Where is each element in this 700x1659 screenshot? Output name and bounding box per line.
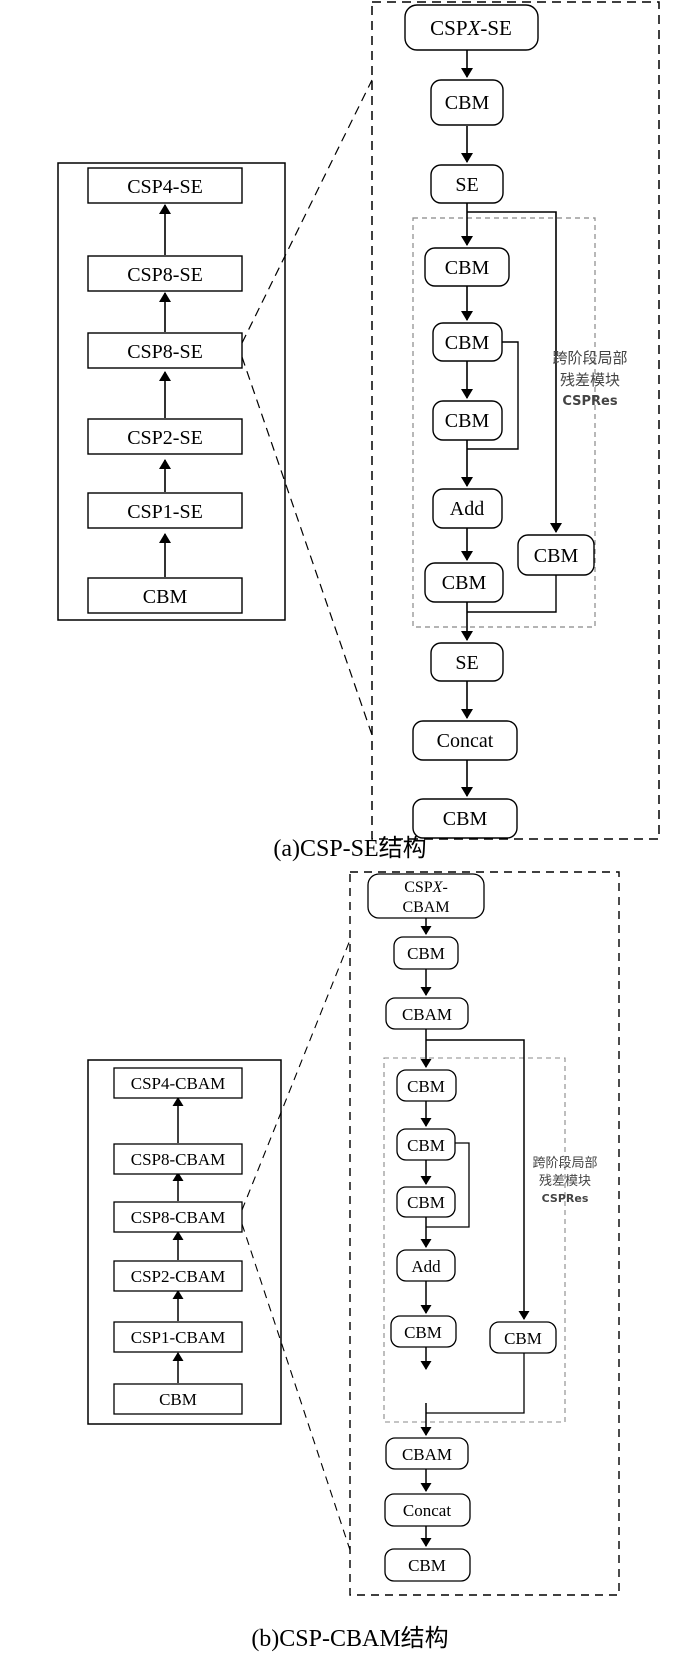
node-add: Add [396,1249,456,1282]
svg-text:CSP8-CBAM: CSP8-CBAM [131,1150,225,1169]
detail-container [371,1,660,840]
node-cbm-5: CBM [390,1315,457,1348]
stack-item-csp8-focus: CSP8-SE [87,332,243,369]
svg-text:CBM: CBM [504,1329,542,1348]
node-cbm-side: CBM [489,1321,557,1354]
detail-container [349,871,620,1596]
panel-a: CBM CSP1-SE CSP2-SE CSP8-SE CSP8-SE CSP4… [57,1,660,862]
svg-text:CBM: CBM [407,1136,445,1155]
svg-text:CSP8-SE: CSP8-SE [127,341,203,363]
stack-item-csp2: CSP2-SE [87,418,243,455]
svg-text:CSP2-CBAM: CSP2-CBAM [131,1267,225,1286]
svg-text:CBM: CBM [407,1077,445,1096]
node-cbm-side: CBM [517,534,595,576]
svg-text:CSPX-: CSPX- [404,879,448,896]
svg-text:跨阶段局部: 跨阶段局部 [532,1156,597,1171]
svg-text:CSP8-CBAM: CSP8-CBAM [131,1208,225,1227]
svg-text:CBM: CBM [143,586,188,608]
svg-text:CSP4-CBAM: CSP4-CBAM [131,1074,225,1093]
caption-a: (a)CSP-SE结构 [273,836,427,862]
svg-text:Add: Add [411,1257,441,1276]
svg-text:残差模块: 残差模块 [539,1174,591,1189]
node-cbm-3: CBM [396,1128,456,1161]
svg-text:CBM: CBM [445,92,490,114]
node-cbam-1: CBAM [385,997,469,1030]
stack-item-csp8-focus: CSP8-CBAM [113,1201,243,1233]
node-cbm-2: CBM [424,247,510,287]
svg-text:SE: SE [455,652,478,674]
node-cbm-5: CBM [424,562,504,603]
node-se-2: SE [430,642,504,682]
node-concat: Concat [384,1493,471,1527]
stack-item-csp2: CSP2-CBAM [113,1260,243,1292]
node-cspx-se: CSPX-SE [404,4,539,51]
stack-item-cbm: CBM [113,1383,243,1415]
zoom-line-top [241,939,351,1211]
svg-text:CSPX-SE: CSPX-SE [430,16,512,40]
stack-item-csp1: CSP1-SE [87,492,243,529]
svg-text:CSPRes: CSPRes [542,1192,589,1205]
svg-text:CBAM: CBAM [402,1445,452,1464]
svg-text:CBM: CBM [159,1390,197,1409]
node-cbm-4: CBM [396,1186,456,1218]
svg-text:CSP4-SE: CSP4-SE [127,176,203,198]
svg-text:跨阶段局部: 跨阶段局部 [552,349,627,367]
svg-text:Concat: Concat [403,1501,451,1520]
stack-item-csp4: CSP4-SE [87,167,243,204]
node-cbm-3: CBM [432,322,503,362]
zoom-line-top [241,79,373,344]
node-add: Add [432,488,503,529]
stack-item-csp8: CSP8-SE [87,255,243,292]
node-cbm-2: CBM [396,1069,457,1102]
svg-text:CBM: CBM [445,332,490,354]
node-cbm-out: CBM [384,1548,471,1582]
svg-text:CBM: CBM [534,545,579,567]
diagram-a: CBM CSP1-SE CSP2-SE CSP8-SE CSP8-SE CSP4… [57,1,660,840]
node-se-1: SE [430,164,504,204]
node-concat: Concat [412,720,518,761]
panel-b: CBM CSP1-CBAM CSP2-CBAM CSP8-CBAM CSP8-C… [0,870,700,1659]
svg-text:CBM: CBM [442,572,487,594]
svg-text:CBM: CBM [404,1323,442,1342]
node-cbm-out: CBM [412,798,518,839]
node-cbm-4: CBM [432,400,503,441]
cspres-label: 跨阶段局部 残差模块 CSPRes [532,1156,597,1205]
node-cbam-2: CBAM [385,1437,469,1470]
svg-text:CBM: CBM [408,1556,446,1575]
svg-text:CSP8-SE: CSP8-SE [127,264,203,286]
diagram-b: CBM CSP1-CBAM CSP2-CBAM CSP8-CBAM CSP8-C… [87,871,620,1596]
svg-text:CSPRes: CSPRes [562,394,617,409]
node-cbm-1: CBM [393,936,459,970]
svg-text:Add: Add [450,498,484,520]
svg-text:CBM: CBM [407,944,445,963]
stack-item-cbm: CBM [87,577,243,614]
stack-item-csp4: CSP4-CBAM [113,1067,243,1099]
stack-item-csp8: CSP8-CBAM [113,1143,243,1175]
svg-text:SE: SE [455,174,478,196]
svg-text:CBAM: CBAM [402,1005,452,1024]
cspres-label: 跨阶段局部 残差模块 CSPRes [552,349,627,409]
svg-text:CSP2-SE: CSP2-SE [127,427,203,449]
cspres-region [383,1057,566,1423]
node-cbm-1: CBM [430,79,504,126]
svg-text:CSP1-CBAM: CSP1-CBAM [131,1328,225,1347]
svg-text:残差模块: 残差模块 [560,371,620,389]
svg-text:CBM: CBM [445,257,490,279]
stack-item-csp1: CSP1-CBAM [113,1321,243,1353]
zoom-line-bottom [241,1223,351,1551]
svg-text:CBM: CBM [407,1193,445,1212]
cspres-region [412,217,596,628]
stack-container [57,162,286,621]
caption-b: (b)CSP-CBAM结构 [251,1626,449,1652]
svg-text:CBM: CBM [445,410,490,432]
zoom-line-bottom [241,356,373,736]
node-cspx-cbam: CSPX- CBAM [367,873,485,919]
stack-container [87,1059,282,1425]
svg-text:CSP1-SE: CSP1-SE [127,501,203,523]
svg-text:CBM: CBM [443,808,488,830]
svg-text:Concat: Concat [437,730,494,752]
svg-text:CBAM: CBAM [402,899,449,916]
